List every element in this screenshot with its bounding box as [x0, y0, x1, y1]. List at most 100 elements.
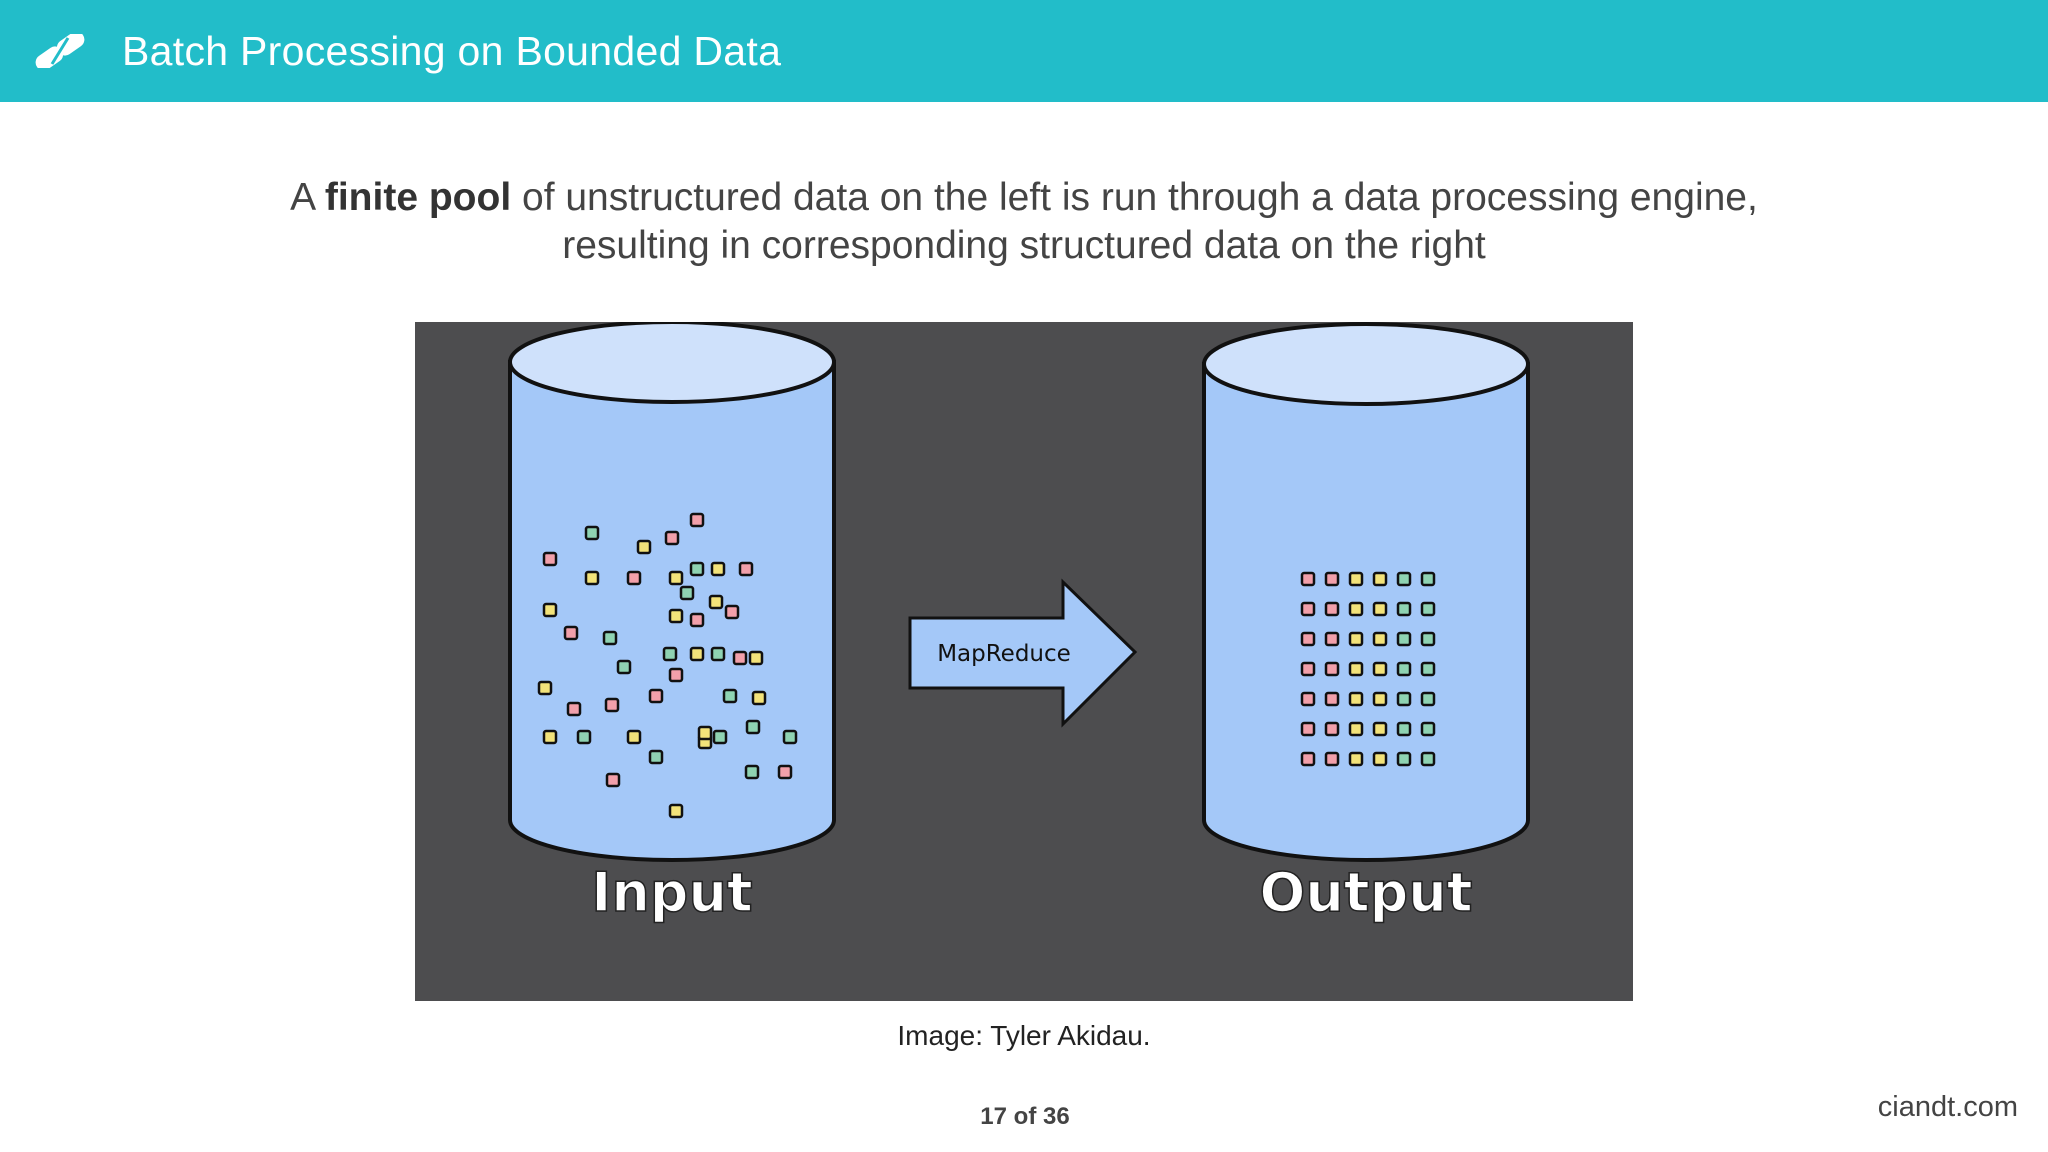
site-url[interactable]: ciandt.com	[1877, 1091, 2018, 1123]
data-item	[1396, 601, 1412, 617]
data-item	[738, 561, 754, 577]
input-cylinder	[508, 322, 836, 862]
data-item	[1372, 601, 1388, 617]
mapreduce-arrow: MapReduce	[908, 578, 1138, 728]
data-item	[744, 764, 760, 780]
data-item	[1348, 661, 1364, 677]
data-item	[626, 570, 642, 586]
data-item	[1372, 631, 1388, 647]
data-item	[1300, 691, 1316, 707]
data-item	[1324, 601, 1340, 617]
data-item	[668, 608, 684, 624]
data-item	[626, 729, 642, 745]
data-item	[722, 688, 738, 704]
data-item	[648, 749, 664, 765]
data-item	[710, 646, 726, 662]
data-item	[542, 602, 558, 618]
data-item	[1420, 661, 1436, 677]
data-item	[689, 512, 705, 528]
data-item	[1324, 691, 1340, 707]
output-cylinder	[1202, 322, 1530, 862]
data-item	[689, 561, 705, 577]
data-item	[748, 650, 764, 666]
data-item	[1372, 571, 1388, 587]
data-item	[636, 539, 652, 555]
header-bar: Batch Processing on Bounded Data	[0, 0, 2048, 102]
data-item	[708, 594, 724, 610]
output-data-items	[1300, 571, 1436, 767]
slide-subtitle: A finite pool of unstructured data on th…	[224, 174, 1824, 270]
data-item	[1324, 751, 1340, 767]
data-item	[712, 729, 728, 745]
data-item	[697, 725, 713, 741]
ciandt-logo-icon	[35, 34, 85, 68]
data-item	[1396, 691, 1412, 707]
data-item	[668, 803, 684, 819]
data-item	[1324, 571, 1340, 587]
data-item	[1348, 721, 1364, 737]
data-item	[1372, 661, 1388, 677]
data-item	[605, 772, 621, 788]
data-item	[1396, 631, 1412, 647]
data-item	[777, 764, 793, 780]
data-item	[662, 646, 678, 662]
data-item	[1396, 571, 1412, 587]
data-item	[668, 667, 684, 683]
subtitle-suffix: of unstructured data on the left is run …	[511, 176, 1758, 267]
data-item	[1396, 751, 1412, 767]
data-item	[668, 570, 684, 586]
mapreduce-diagram: MapReduce Input Output	[415, 322, 1633, 1001]
data-item	[576, 729, 592, 745]
data-item	[710, 561, 726, 577]
data-item	[1420, 751, 1436, 767]
data-item	[1420, 631, 1436, 647]
data-item	[1300, 631, 1316, 647]
data-item	[1348, 691, 1364, 707]
data-item	[1348, 571, 1364, 587]
data-item	[1396, 721, 1412, 737]
data-item	[679, 585, 695, 601]
data-item	[1372, 751, 1388, 767]
data-item	[1300, 721, 1316, 737]
data-item	[1300, 751, 1316, 767]
data-item	[584, 570, 600, 586]
data-item	[1324, 661, 1340, 677]
data-item	[1420, 601, 1436, 617]
data-item	[1420, 691, 1436, 707]
data-item	[1348, 601, 1364, 617]
input-data-items	[537, 512, 798, 819]
data-item	[1372, 721, 1388, 737]
data-item	[1420, 721, 1436, 737]
data-item	[542, 729, 558, 745]
image-caption: Image: Tyler Akidau.	[897, 1020, 1151, 1051]
data-item	[664, 530, 680, 546]
data-item	[537, 680, 553, 696]
data-item	[584, 525, 600, 541]
data-item	[782, 729, 798, 745]
data-item	[689, 646, 705, 662]
input-label: Input	[591, 861, 752, 924]
data-item	[1420, 571, 1436, 587]
slide-title: Batch Processing on Bounded Data	[122, 28, 782, 74]
data-item	[689, 612, 705, 628]
data-item	[616, 659, 632, 675]
data-item	[1396, 661, 1412, 677]
data-item	[602, 630, 618, 646]
arrow-label: MapReduce	[937, 641, 1071, 667]
data-item	[732, 650, 748, 666]
subtitle-emphasis: finite pool	[324, 176, 512, 219]
data-item	[542, 551, 558, 567]
data-item	[648, 688, 664, 704]
subtitle-prefix: A	[290, 176, 325, 219]
data-item	[724, 604, 740, 620]
data-item	[1348, 631, 1364, 647]
data-item	[1300, 601, 1316, 617]
data-item	[563, 625, 579, 641]
data-item	[566, 701, 582, 717]
data-item	[745, 719, 761, 735]
page-number: 17 of 36	[980, 1103, 1070, 1130]
data-item	[1372, 691, 1388, 707]
data-item	[1324, 721, 1340, 737]
data-item	[604, 697, 620, 713]
data-item	[1324, 631, 1340, 647]
